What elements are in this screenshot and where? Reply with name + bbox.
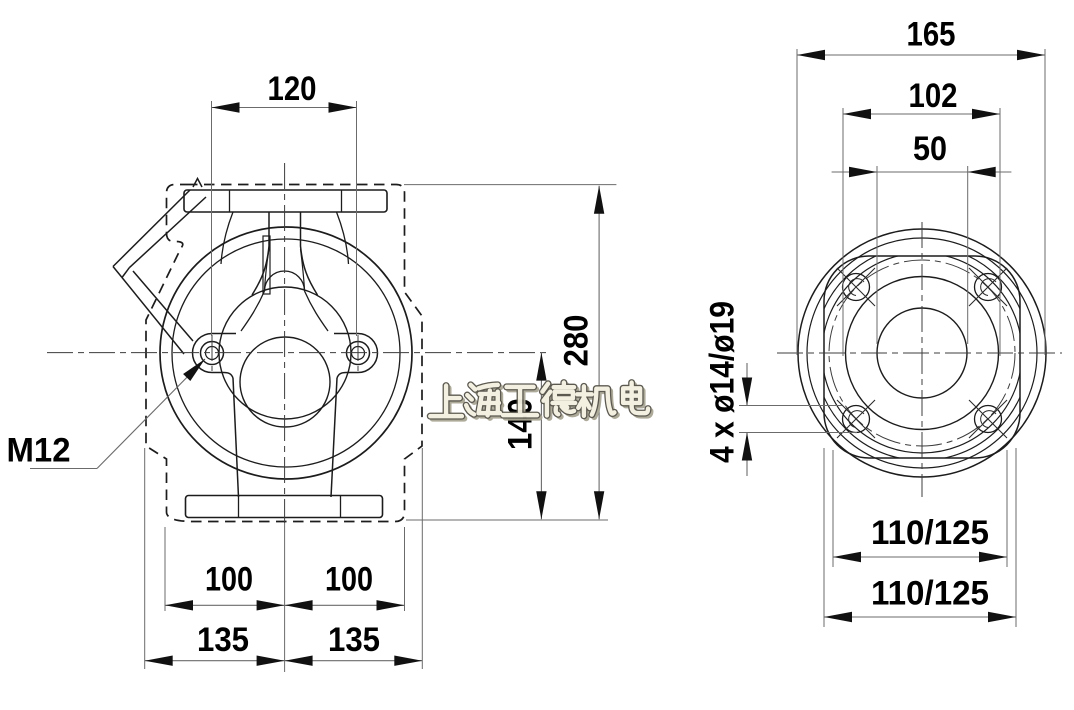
dim-110-125-upper-label: 110/125	[871, 514, 989, 552]
pump-housing-outer-circle	[159, 226, 413, 480]
bolt-hole-top-right	[968, 267, 1008, 307]
vent-screw-slot	[262, 235, 271, 295]
top-flange	[183, 189, 388, 213]
end-view-centerlines	[777, 222, 1062, 497]
front-view-centerlines	[47, 163, 547, 672]
dim-120: 120	[211, 70, 357, 336]
left-bolt-ear	[191, 332, 236, 379]
pipe-flanges	[183, 189, 388, 519]
watermark-strokes	[426, 379, 654, 422]
end-view: 165 102 50 4 x ø14/ø19	[704, 16, 1062, 627]
m12-leader: M12	[7, 358, 206, 470]
dim-102-label: 102	[909, 77, 958, 115]
right-leg	[330, 377, 338, 498]
dim-50: 50	[831, 130, 1012, 344]
flange-outline	[823, 255, 1021, 459]
dim-280: 280	[404, 184, 617, 521]
dim-140: 140	[501, 352, 547, 520]
right-bolt-ear	[334, 332, 379, 379]
dim-165: 165	[796, 16, 1046, 355]
terminal-box	[112, 176, 207, 355]
dim-100-left-label: 100	[205, 561, 253, 599]
m12-label: M12	[7, 432, 71, 470]
terminal-box-peak	[192, 176, 203, 188]
left-leg	[232, 377, 240, 498]
watermark	[426, 379, 654, 422]
bolt-holes-label: 4 x ø14/ø19	[704, 301, 742, 463]
dim-120-label: 120	[268, 70, 317, 108]
dim-100-right-label: 100	[325, 561, 373, 599]
dim-110-125-lower-label: 110/125	[871, 575, 989, 613]
dim-100-100: 100 100	[164, 527, 405, 611]
dim-110-125-upper: 110/125	[832, 450, 1008, 567]
dim-50-label: 50	[913, 130, 947, 168]
dim-165-label: 165	[907, 16, 956, 54]
dim-135-left-label: 135	[197, 621, 249, 659]
dim-102: 102	[842, 77, 1001, 356]
bolt-hole-bottom-right	[968, 399, 1008, 439]
bottom-flange	[184, 494, 384, 519]
dim-135-right-label: 135	[328, 621, 380, 659]
dim-bolt-holes: 4 x ø14/ø19	[704, 301, 857, 476]
front-view: 120 280 140 100 100	[7, 70, 617, 672]
dim-110-125-lower: 110/125	[823, 448, 1017, 627]
dim-280-label: 280	[558, 315, 596, 367]
dim-135-135: 135 135	[144, 448, 423, 669]
